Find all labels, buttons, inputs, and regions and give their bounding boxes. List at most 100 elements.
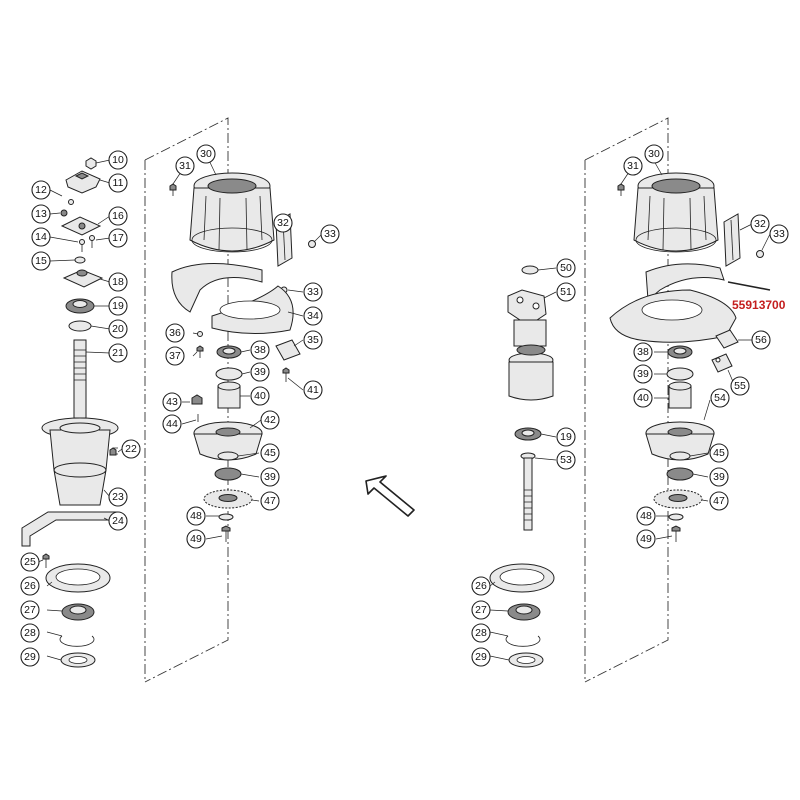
leader-lines bbox=[37, 153, 771, 661]
svg-text:11: 11 bbox=[113, 177, 124, 189]
callout-28: 28 bbox=[20, 623, 40, 643]
callout-38b: 38 bbox=[633, 342, 653, 362]
svg-text:19: 19 bbox=[560, 431, 572, 443]
callout-33b: 33 bbox=[303, 282, 323, 302]
callout-49: 49 bbox=[186, 529, 206, 549]
svg-text:42: 42 bbox=[264, 414, 276, 426]
callout-49b: 49 bbox=[636, 529, 656, 549]
callout-54: 54 bbox=[710, 388, 730, 408]
callout-31b: 31 bbox=[623, 156, 643, 176]
callout-43: 43 bbox=[162, 392, 182, 412]
callout-45: 45 bbox=[260, 443, 280, 463]
svg-text:17: 17 bbox=[112, 232, 124, 244]
svg-text:38: 38 bbox=[254, 344, 266, 356]
svg-text:19: 19 bbox=[112, 300, 124, 312]
svg-text:14: 14 bbox=[35, 231, 47, 243]
svg-text:45: 45 bbox=[713, 447, 725, 459]
svg-text:12: 12 bbox=[35, 184, 47, 196]
callout-47b: 47 bbox=[709, 491, 729, 511]
callout-56: 56 bbox=[751, 330, 771, 350]
left-gearbox-assembly bbox=[169, 172, 316, 542]
right-shaft-stack bbox=[489, 265, 555, 668]
svg-text:28: 28 bbox=[475, 627, 487, 639]
callout-27: 27 bbox=[20, 600, 40, 620]
callout-17: 17 bbox=[108, 228, 128, 248]
svg-text:40: 40 bbox=[637, 392, 649, 404]
svg-text:26: 26 bbox=[475, 580, 487, 592]
callout-14: 14 bbox=[31, 227, 51, 247]
callout-21: 21 bbox=[108, 343, 128, 363]
svg-text:29: 29 bbox=[475, 651, 487, 663]
svg-text:47: 47 bbox=[264, 495, 276, 507]
callout-29b: 29 bbox=[471, 647, 491, 667]
callout-11: 11 bbox=[108, 173, 128, 193]
svg-text:33: 33 bbox=[307, 286, 319, 298]
callout-33c: 33 bbox=[769, 224, 789, 244]
callout-35: 35 bbox=[303, 330, 323, 350]
svg-text:31: 31 bbox=[179, 160, 191, 172]
callout-48b: 48 bbox=[636, 506, 656, 526]
svg-text:26: 26 bbox=[24, 580, 36, 592]
svg-text:55: 55 bbox=[734, 380, 746, 392]
callout-53: 53 bbox=[556, 450, 576, 470]
callout-51: 51 bbox=[556, 282, 576, 302]
svg-text:32: 32 bbox=[754, 218, 766, 230]
callout-33: 33 bbox=[320, 224, 340, 244]
callout-28b: 28 bbox=[471, 623, 491, 643]
callout-50: 50 bbox=[556, 258, 576, 278]
svg-text:18: 18 bbox=[112, 276, 124, 288]
svg-text:34: 34 bbox=[307, 310, 319, 322]
svg-text:56: 56 bbox=[755, 334, 767, 346]
svg-text:37: 37 bbox=[169, 350, 181, 362]
svg-text:33: 33 bbox=[773, 228, 785, 240]
svg-text:39: 39 bbox=[637, 368, 649, 380]
callout-18: 18 bbox=[108, 272, 128, 292]
svg-text:51: 51 bbox=[560, 286, 572, 298]
callout-32b: 32 bbox=[750, 214, 770, 234]
svg-text:47: 47 bbox=[713, 495, 725, 507]
callout-26: 26 bbox=[20, 576, 40, 596]
callout-12: 12 bbox=[31, 180, 51, 200]
svg-text:41: 41 bbox=[307, 384, 319, 396]
callout-42: 42 bbox=[260, 410, 280, 430]
callout-25: 25 bbox=[20, 552, 40, 572]
svg-text:28: 28 bbox=[24, 627, 36, 639]
svg-text:30: 30 bbox=[648, 148, 660, 160]
callout-16: 16 bbox=[108, 206, 128, 226]
callout-47: 47 bbox=[260, 491, 280, 511]
callout-32: 32 bbox=[273, 213, 293, 233]
callout-34: 34 bbox=[303, 306, 323, 326]
svg-text:27: 27 bbox=[475, 604, 487, 616]
callout-36: 36 bbox=[165, 323, 185, 343]
svg-text:10: 10 bbox=[112, 154, 124, 166]
svg-text:40: 40 bbox=[254, 390, 266, 402]
svg-text:15: 15 bbox=[35, 255, 47, 267]
svg-text:24: 24 bbox=[112, 515, 124, 527]
callout-37: 37 bbox=[165, 346, 185, 366]
callout-48: 48 bbox=[186, 506, 206, 526]
callout-26b: 26 bbox=[471, 576, 491, 596]
callout-30: 30 bbox=[196, 144, 216, 164]
svg-text:30: 30 bbox=[200, 148, 212, 160]
svg-text:33: 33 bbox=[324, 228, 336, 240]
svg-text:22: 22 bbox=[125, 443, 137, 455]
callout-19b: 19 bbox=[556, 427, 576, 447]
callout-39c: 39 bbox=[633, 364, 653, 384]
left-assembly-frame bbox=[144, 117, 229, 683]
callout-20: 20 bbox=[108, 319, 128, 339]
callout-39: 39 bbox=[250, 362, 270, 382]
svg-text:23: 23 bbox=[112, 491, 124, 503]
left-shaft-stack bbox=[21, 157, 119, 668]
svg-text:39: 39 bbox=[264, 471, 276, 483]
arrow-northwest-icon bbox=[365, 475, 415, 517]
svg-text:44: 44 bbox=[166, 418, 178, 430]
svg-text:45: 45 bbox=[264, 447, 276, 459]
svg-text:16: 16 bbox=[112, 210, 124, 222]
callout-layer: 10 11 12 13 14 15 16 17 18 19 20 21 22 2… bbox=[20, 144, 789, 667]
svg-text:54: 54 bbox=[714, 392, 726, 404]
callout-44: 44 bbox=[162, 414, 182, 434]
svg-text:50: 50 bbox=[560, 262, 572, 274]
callout-15: 15 bbox=[31, 251, 51, 271]
svg-text:32: 32 bbox=[277, 217, 289, 229]
